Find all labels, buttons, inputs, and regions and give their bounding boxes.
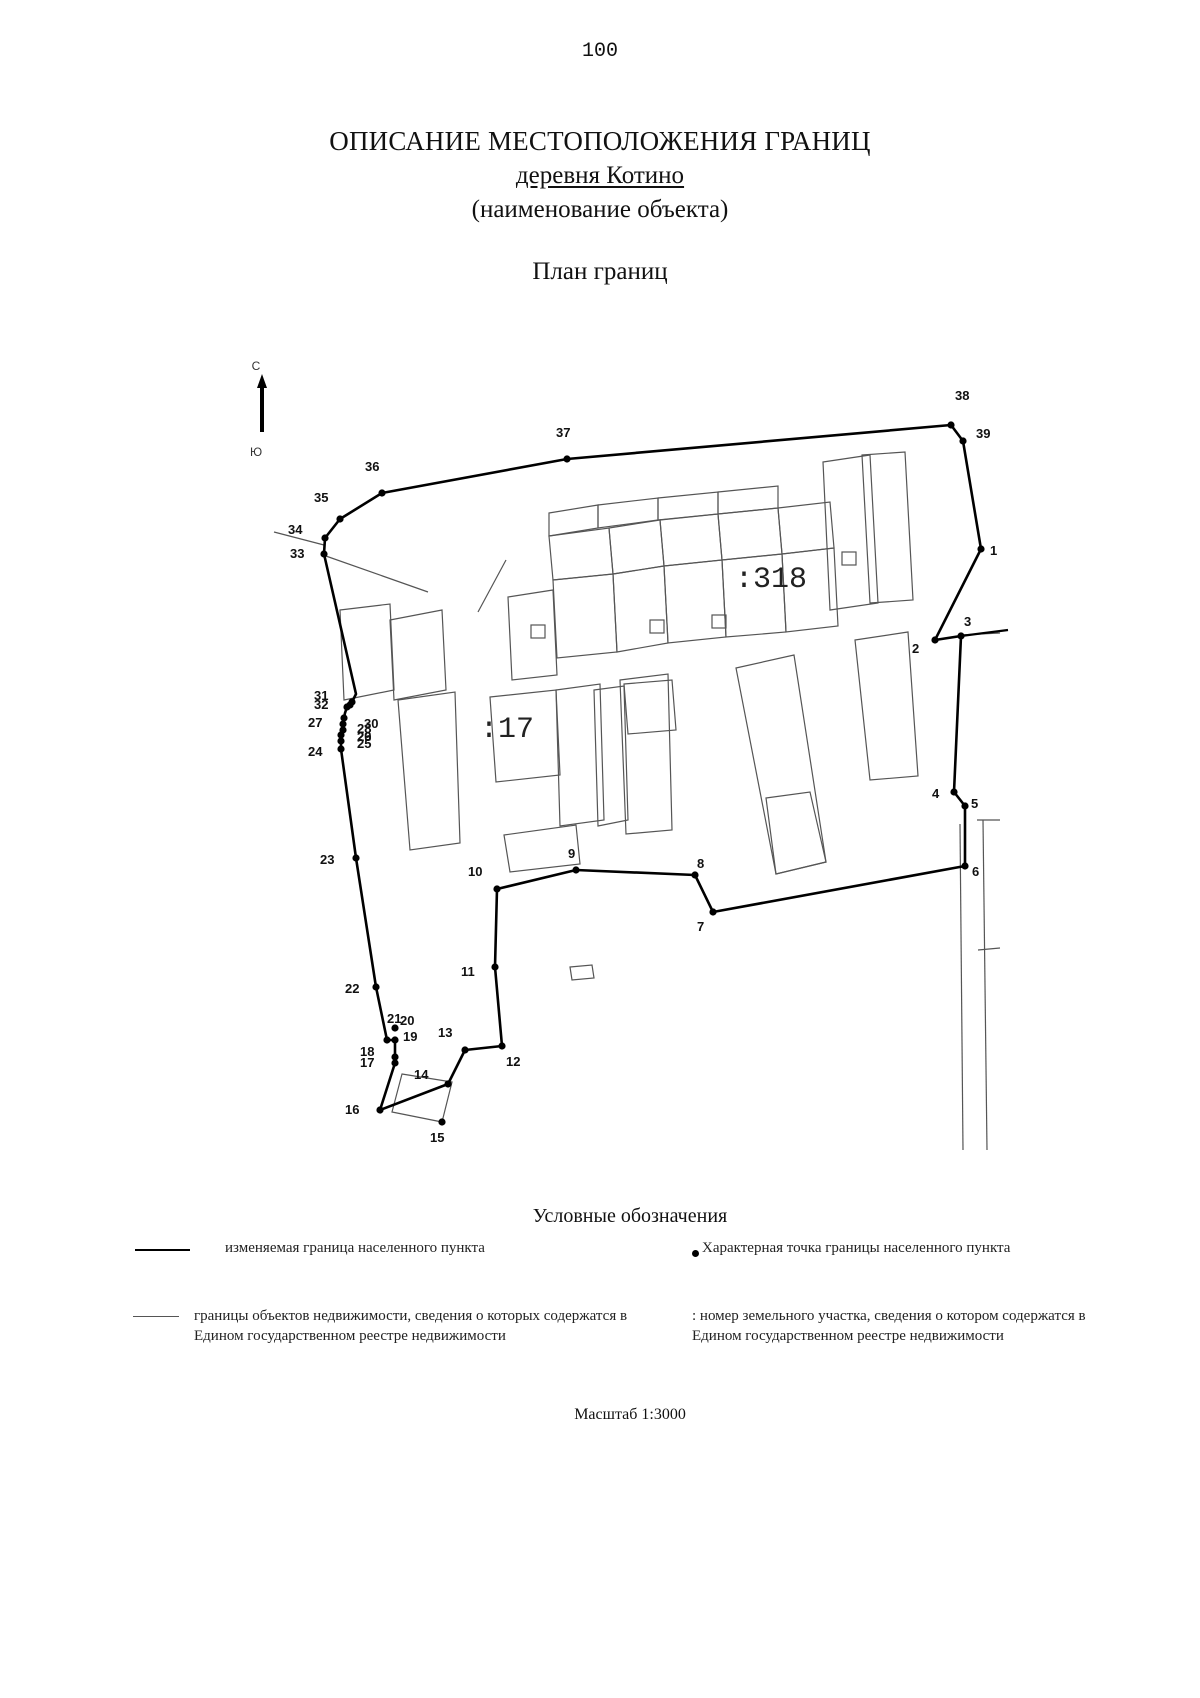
boundary-point-label-5: 5 xyxy=(971,796,978,811)
boundary-point-label-27: 27 xyxy=(308,715,322,730)
boundary-point-36 xyxy=(378,489,386,497)
boundary-point-label-21: 21 xyxy=(387,1011,401,1026)
object-name: деревня Котино xyxy=(0,162,1200,190)
boundary-point-label-29: 29 xyxy=(357,729,371,744)
property-boundaries xyxy=(273,451,1001,1151)
boundary-point-label-25: 25 xyxy=(357,736,371,751)
boundary-point-34 xyxy=(321,534,329,542)
scale-label: Масштаб 1:3000 xyxy=(574,1406,686,1423)
boundary-point-label-12: 12 xyxy=(506,1054,520,1069)
legend-property-line-icon xyxy=(133,1316,179,1317)
boundary-point-13 xyxy=(461,1046,469,1054)
boundary-point-label-31: 31 xyxy=(314,688,328,703)
boundary-point-label-22: 22 xyxy=(345,981,359,996)
boundary-point-15 xyxy=(438,1118,446,1126)
boundary-point-38 xyxy=(947,421,955,429)
boundary-point-35 xyxy=(336,515,344,523)
boundary-point-label-17: 17 xyxy=(360,1055,374,1070)
boundary-point-14 xyxy=(444,1080,452,1088)
boundary-point-17 xyxy=(391,1059,399,1067)
boundary-point-25 xyxy=(337,737,345,745)
legend-title: Условные обозначения xyxy=(532,1205,728,1227)
boundary-point-5 xyxy=(961,802,969,810)
boundary-point-label-2: 2 xyxy=(912,641,919,656)
boundary-point-label-4: 4 xyxy=(932,786,940,801)
boundary-point-29 xyxy=(340,714,348,722)
boundary-point-label-14: 14 xyxy=(414,1067,429,1082)
boundary-point-label-13: 13 xyxy=(438,1025,452,1040)
boundary-point-label-20: 20 xyxy=(400,1013,414,1028)
legend-boundary-line-icon xyxy=(135,1249,190,1251)
boundary-point-label-38: 38 xyxy=(955,388,969,403)
boundary-point-23 xyxy=(352,854,360,862)
legend-point-icon xyxy=(692,1250,699,1257)
boundary-point-12 xyxy=(498,1042,506,1050)
page-number: 100 xyxy=(581,40,618,63)
boundary-point-1 xyxy=(977,545,985,553)
boundary-point-9 xyxy=(572,866,580,874)
boundary-point-label-16: 16 xyxy=(345,1102,359,1117)
boundary-point-22 xyxy=(372,983,380,991)
boundary-point-label-8: 8 xyxy=(697,856,704,871)
boundary-point-24 xyxy=(337,745,345,753)
boundary-point-27 xyxy=(339,726,347,734)
legend-parcel-number: : номер земельного участка, сведения о к… xyxy=(692,1308,1086,1344)
boundary-point-label-23: 23 xyxy=(320,852,334,867)
boundary-point-label-34: 34 xyxy=(288,522,303,537)
boundary-point-4 xyxy=(950,788,958,796)
boundary-points: 1234567891011121314151617181920212223242… xyxy=(288,388,997,1145)
boundary-point-7 xyxy=(709,908,717,916)
parcel-label-17: :17 xyxy=(480,713,534,747)
boundary-point-label-37: 37 xyxy=(556,425,570,440)
legend-changed-boundary: изменяемая граница населенного пункта xyxy=(225,1240,485,1256)
settlement-boundary xyxy=(322,423,983,1112)
object-name-caption: (наименование объекта) xyxy=(471,196,729,223)
boundary-point-8 xyxy=(691,871,699,879)
boundary-point-label-15: 15 xyxy=(430,1130,444,1145)
boundary-point-label-32: 32 xyxy=(314,697,328,712)
boundary-point-37 xyxy=(563,455,571,463)
boundary-plan-map: С Ю xyxy=(250,359,1009,1151)
boundary-point-label-3: 3 xyxy=(964,614,971,629)
boundary-point-32 xyxy=(346,701,354,709)
boundary-point-label-18: 18 xyxy=(360,1044,374,1059)
boundary-point-33 xyxy=(320,550,328,558)
boundary-point-6 xyxy=(961,862,969,870)
legend-property-boundaries: границы объектов недвижимости, сведения … xyxy=(194,1308,628,1344)
boundary-point-label-35: 35 xyxy=(314,490,328,505)
boundary-point-label-36: 36 xyxy=(365,459,379,474)
object-name-text: деревня Котино xyxy=(515,162,685,189)
boundary-point-label-1: 1 xyxy=(990,543,997,558)
boundary-point-label-33: 33 xyxy=(290,546,304,561)
boundary-point-label-30: 30 xyxy=(364,716,378,731)
boundary-point-label-24: 24 xyxy=(308,744,323,759)
plan-heading: План границ xyxy=(532,258,668,285)
boundary-point-2 xyxy=(931,636,939,644)
compass-south-label: Ю xyxy=(250,445,262,459)
parcel-label-318: :318 xyxy=(735,563,807,597)
boundary-point-39 xyxy=(959,437,967,445)
compass-icon: С Ю xyxy=(250,359,267,459)
boundary-point-label-11: 11 xyxy=(461,964,475,979)
compass-north-label: С xyxy=(252,359,261,373)
boundary-point-18 xyxy=(391,1053,399,1061)
boundary-point-10 xyxy=(493,885,501,893)
boundary-point-20 xyxy=(391,1024,399,1032)
boundary-point-label-10: 10 xyxy=(468,864,482,879)
boundary-point-28 xyxy=(339,720,347,728)
boundary-point-3 xyxy=(957,632,965,640)
boundary-point-label-7: 7 xyxy=(697,919,704,934)
boundary-point-19 xyxy=(391,1036,399,1044)
boundary-point-21 xyxy=(383,1036,391,1044)
boundary-point-label-28: 28 xyxy=(357,721,371,736)
legend-characteristic-point: Характерная точка границы населенного пу… xyxy=(702,1240,1011,1256)
boundary-point-11 xyxy=(491,963,499,971)
boundary-point-label-26: 26 xyxy=(357,729,371,744)
boundary-point-label-19: 19 xyxy=(403,1029,417,1044)
document-title: ОПИСАНИЕ МЕСТОПОЛОЖЕНИЯ ГРАНИЦ xyxy=(329,126,871,156)
boundary-point-label-39: 39 xyxy=(976,426,990,441)
boundary-point-label-6: 6 xyxy=(972,864,979,879)
boundary-point-16 xyxy=(376,1106,384,1114)
boundary-point-label-9: 9 xyxy=(568,846,575,861)
